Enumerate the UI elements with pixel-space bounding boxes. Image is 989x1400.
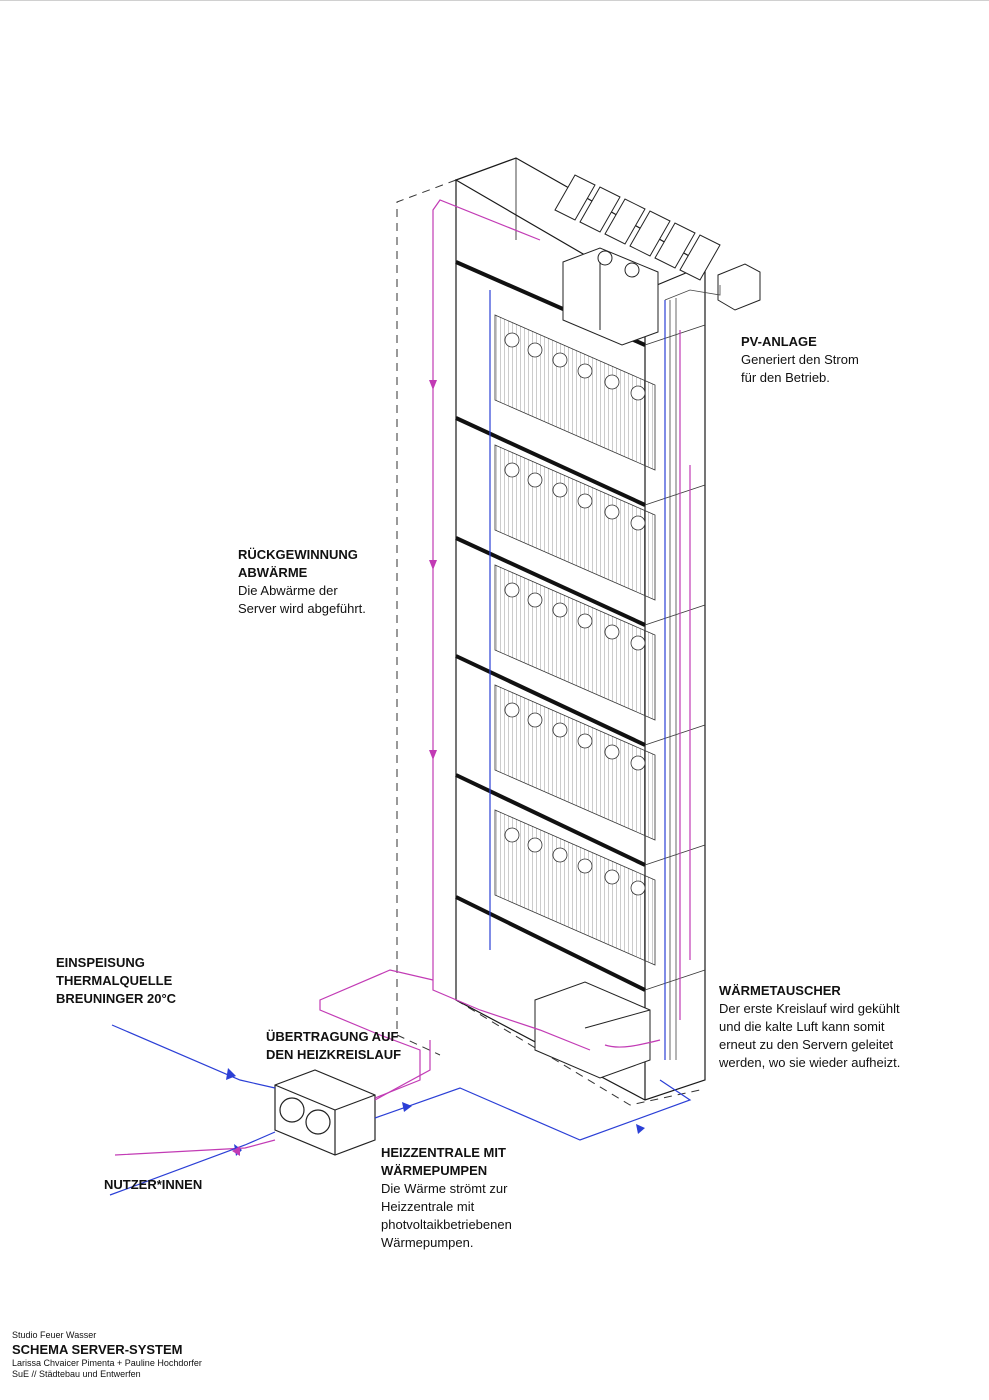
uebertragung-line-1: ÜBERTRAGUNG AUF — [266, 1029, 399, 1044]
heizzentrale-line-4: Wärmepumpen. — [381, 1235, 474, 1250]
waermetauscher-line-3: erneut zu den Servern geleitet — [719, 1037, 894, 1052]
einspeisung-line-3: BREUNINGER 20°C — [56, 991, 177, 1006]
authors: Larissa Chvaicer Pimenta + Pauline Hochd… — [12, 1358, 202, 1368]
diagram-title: SCHEMA SERVER-SYSTEM — [12, 1342, 183, 1357]
pv-title: PV-ANLAGE — [741, 334, 817, 349]
waermetauscher-title: WÄRMETAUSCHER — [719, 983, 841, 998]
course-name: SuE // Städtebau und Entwerfen — [12, 1369, 141, 1379]
server-rack-floor-5 — [494, 809, 656, 966]
server-rack-floor-2 — [494, 444, 656, 601]
slab-edges — [644, 324, 706, 991]
rueck-line-2: Server wird abgeführt. — [238, 601, 366, 616]
pv-panels — [554, 174, 761, 311]
uebertragung-line-2: DEN HEIZKREISLAUF — [266, 1047, 402, 1062]
rueck-title-1: RÜCKGEWINNUNG — [238, 547, 358, 562]
dashed-frame — [396, 179, 701, 1106]
heizzentrale-line-3: photvoltaikbetriebenen — [381, 1217, 512, 1232]
studio-name: Studio Feuer Wasser — [12, 1330, 97, 1340]
heizzentrale-label: HEIZZENTRALE MIT WÄRMEPUMPEN Die Wärme s… — [381, 1144, 512, 1252]
einspeisung-line-2: THERMALQUELLE — [56, 973, 173, 988]
rueckgewinnung-label: RÜCKGEWINNUNG ABWÄRME Die Abwärme der Se… — [238, 546, 366, 618]
server-rack-floor-4 — [494, 684, 656, 841]
uebertragung-label: ÜBERTRAGUNG AUF DEN HEIZKREISLAUF — [266, 1028, 401, 1064]
top-border — [0, 0, 989, 1]
waermetauscher-label: WÄRMETAUSCHER Der erste Kreislauf wird g… — [719, 982, 900, 1072]
rueck-line-1: Die Abwärme der — [238, 583, 338, 598]
pipe-riser — [664, 285, 721, 1060]
rooftop-cooling-unit — [562, 247, 659, 346]
heizzentrale-line-1: Die Wärme strömt zur — [381, 1181, 508, 1196]
server-rack-floor-1 — [494, 314, 656, 471]
nutzer-title: NUTZER*INNEN — [104, 1177, 203, 1192]
heizzentrale-line-2: Heizzentrale mit — [381, 1199, 475, 1214]
nutzer-label: NUTZER*INNEN — [104, 1176, 202, 1194]
server-rack-floor-3 — [494, 564, 656, 721]
heat-exchanger — [534, 981, 651, 1079]
einspeisung-line-1: EINSPEISUNG — [56, 955, 145, 970]
waermetauscher-line-2: und die kalte Luft kann somit — [719, 1019, 885, 1034]
credits-block: Studio Feuer Wasser SCHEMA SERVER-SYSTEM… — [12, 1330, 202, 1380]
waermetauscher-line-4: werden, wo sie wieder aufheizt. — [719, 1055, 901, 1070]
pv-anlage-label: PV-ANLAGE Generiert den Strom für den Be… — [741, 333, 859, 387]
server-racks — [494, 314, 656, 966]
pv-line-1: Generiert den Strom — [741, 352, 859, 367]
rueck-title-2: ABWÄRME — [238, 565, 308, 580]
einspeisung-label: EINSPEISUNG THERMALQUELLE BREUNINGER 20°… — [56, 954, 176, 1008]
pink-circuit — [114, 199, 691, 1156]
pv-line-2: für den Betrieb. — [741, 370, 830, 385]
heat-pump-unit — [274, 1069, 376, 1156]
blue-circuit — [109, 290, 692, 1196]
heizzentrale-title-1: HEIZZENTRALE MIT — [381, 1145, 506, 1160]
pink-arrows — [232, 380, 437, 1156]
heizzentrale-title-2: WÄRMEPUMPEN — [381, 1163, 488, 1178]
waermetauscher-line-1: Der erste Kreislauf wird gekühlt — [719, 1001, 900, 1016]
blue-arrows — [226, 1068, 645, 1156]
